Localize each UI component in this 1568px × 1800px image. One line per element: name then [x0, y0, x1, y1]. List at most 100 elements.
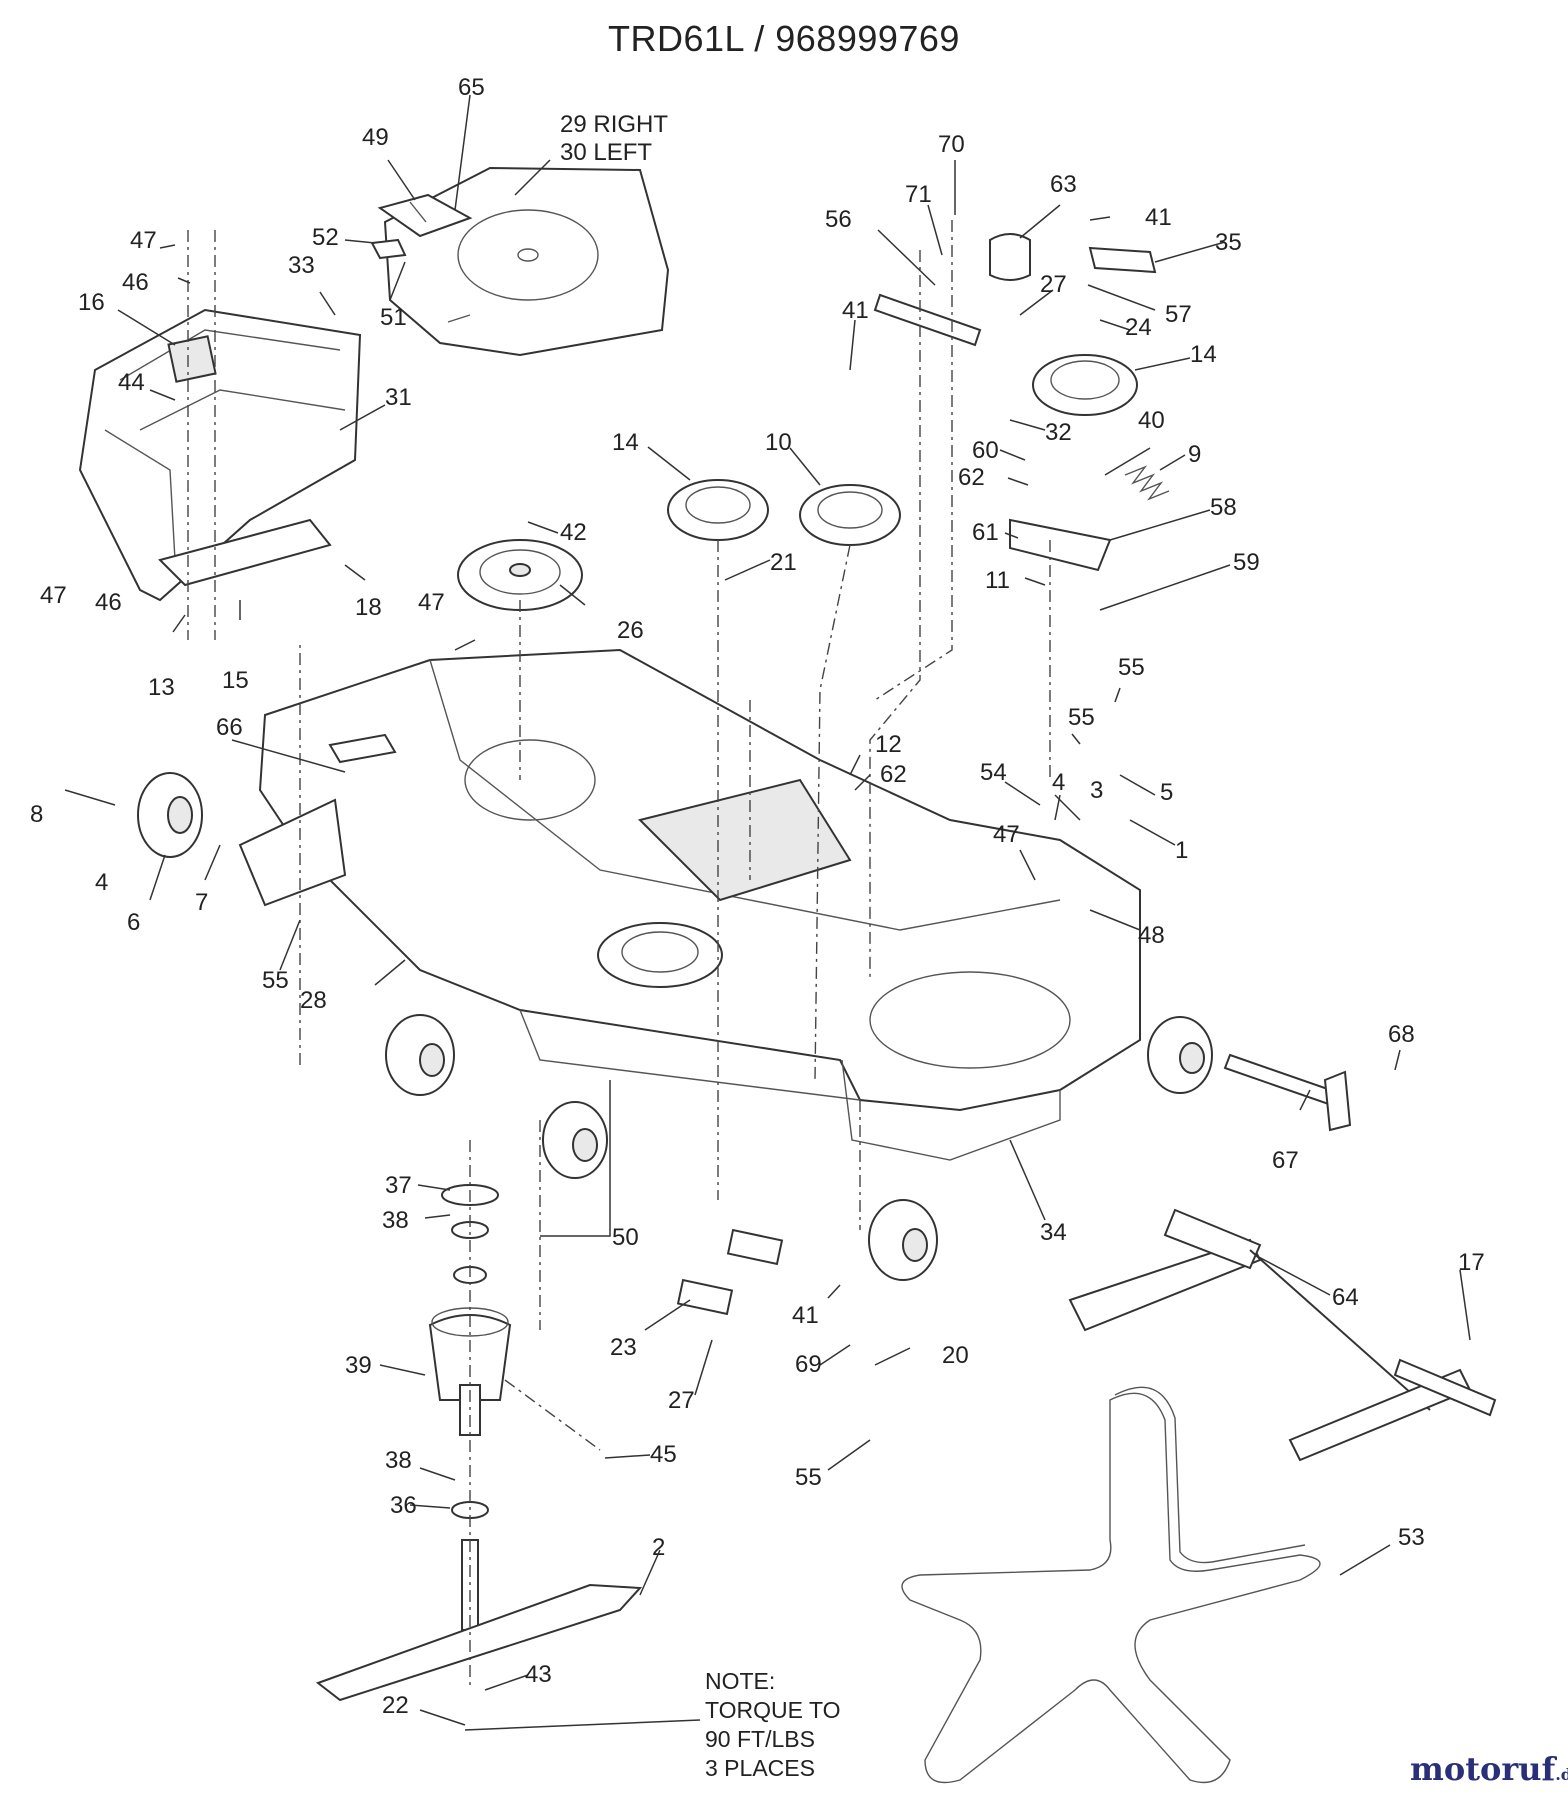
callout-38b: 38 — [385, 1447, 412, 1474]
callout-55b: 55 — [1068, 704, 1095, 731]
callout-30: 30 LEFT — [560, 139, 652, 166]
callout-64: 64 — [1332, 1284, 1359, 1311]
rod-56 — [873, 293, 982, 347]
callout-61: 61 — [972, 519, 999, 546]
callout-55d: 55 — [795, 1464, 822, 1491]
callout-14a: 14 — [1190, 341, 1217, 368]
callout-18: 18 — [355, 594, 382, 621]
callout-60: 60 — [972, 437, 999, 464]
callout-22: 22 — [382, 1692, 409, 1719]
idler-pulley-14-left — [667, 479, 769, 541]
callout-38a: 38 — [382, 1207, 409, 1234]
callout-57: 57 — [1165, 301, 1192, 328]
callout-54: 54 — [980, 759, 1007, 786]
callout-69: 69 — [795, 1351, 822, 1378]
diagram-title: TRD61L / 968999769 — [608, 18, 960, 59]
gauge-wheel-rear-center — [542, 1101, 608, 1179]
hanger-frame-64 — [1068, 1208, 1497, 1462]
callout-41a: 41 — [1145, 204, 1172, 231]
warning-decal — [377, 193, 473, 238]
callout-16: 16 — [78, 289, 105, 316]
callout-50: 50 — [612, 1224, 639, 1251]
callout-49: 49 — [362, 124, 389, 151]
callout-4a: 4 — [1052, 769, 1065, 796]
callout-26: 26 — [617, 617, 644, 644]
callout-67: 67 — [1272, 1147, 1299, 1174]
brand-name: motoruf — [1410, 1750, 1556, 1788]
callout-45: 45 — [650, 1441, 677, 1468]
gauge-wheel-rear-right — [868, 1199, 938, 1281]
gauge-wheel-front-left — [137, 772, 203, 858]
callout-7: 7 — [195, 889, 208, 916]
callout-20: 20 — [942, 1342, 969, 1369]
deflector-guard — [78, 308, 362, 602]
callout-70: 70 — [938, 131, 965, 158]
callout-47d: 47 — [993, 821, 1020, 848]
bumper-63 — [989, 233, 1031, 281]
callout-36: 36 — [390, 1492, 417, 1519]
callout-10: 10 — [765, 429, 792, 456]
callout-27a: 27 — [1040, 271, 1067, 298]
callout-21: 21 — [770, 549, 797, 576]
callout-9: 9 — [1188, 441, 1201, 468]
assembly-lines — [187, 220, 1051, 1690]
callout-55c: 55 — [262, 967, 289, 994]
mower-deck — [258, 648, 1141, 1161]
brand-tld: .de — [1555, 1765, 1568, 1784]
wheel-bracket-left — [238, 798, 347, 907]
callout-27b: 27 — [668, 1387, 695, 1414]
callout-8: 8 — [30, 801, 43, 828]
callout-17: 17 — [1458, 1249, 1485, 1276]
note-line: 3 PLACES — [705, 1755, 815, 1781]
gauge-wheel-rear-left — [385, 1014, 455, 1096]
callout-1: 1 — [1175, 837, 1188, 864]
note-line: NOTE: — [705, 1668, 776, 1694]
callout-42: 42 — [560, 519, 587, 546]
callout-66: 66 — [216, 714, 243, 741]
callout-46a: 46 — [122, 269, 149, 296]
callout-58: 58 — [1210, 494, 1237, 521]
idler-pulley-14-right — [1032, 354, 1138, 416]
callout-63: 63 — [1050, 171, 1077, 198]
callout-29: 29 RIGHT — [560, 111, 668, 138]
brand-logo: motoruf.de — [1410, 1750, 1568, 1788]
callout-62a: 62 — [958, 464, 985, 491]
callout-23: 23 — [610, 1334, 637, 1361]
mount-bracket — [158, 518, 332, 587]
callout-71: 71 — [905, 181, 932, 208]
plate — [726, 1228, 784, 1266]
callout-39: 39 — [345, 1352, 372, 1379]
bracket-67 — [1323, 1070, 1352, 1132]
cover-clip — [370, 238, 407, 260]
callout-52: 52 — [312, 224, 339, 251]
callout-32: 32 — [1045, 419, 1072, 446]
callout-2: 2 — [652, 1534, 665, 1561]
drive-belt-53 — [901, 1386, 1321, 1784]
callout-labels: 65 49 29 RIGHT 30 LEFT 70 63 71 56 41 35… — [30, 74, 1485, 1719]
callout-47c: 47 — [418, 589, 445, 616]
idler-arm-58 — [1009, 518, 1112, 572]
callout-3: 3 — [1090, 777, 1103, 804]
torque-note: NOTE: TORQUE TO 90 FT/LBS 3 PLACES — [705, 1667, 840, 1783]
callout-13: 13 — [148, 674, 175, 701]
spindle-pulley — [597, 922, 723, 988]
callout-34: 34 — [1040, 1219, 1067, 1246]
callout-40: 40 — [1138, 407, 1165, 434]
callout-47a: 47 — [130, 227, 157, 254]
leader-lines — [64, 94, 1471, 1731]
callout-47b: 47 — [40, 582, 67, 609]
callout-46b: 46 — [95, 589, 122, 616]
callout-43: 43 — [525, 1661, 552, 1688]
callout-41c: 41 — [792, 1302, 819, 1329]
callout-56: 56 — [825, 206, 852, 233]
callout-68: 68 — [1388, 1021, 1415, 1048]
callout-33: 33 — [288, 252, 315, 279]
bracket-35 — [1088, 246, 1157, 274]
callout-55a: 55 — [1118, 654, 1145, 681]
gauge-wheel-side-right — [1147, 1016, 1213, 1094]
callout-48: 48 — [1138, 922, 1165, 949]
callout-24: 24 — [1125, 314, 1152, 341]
callout-44: 44 — [118, 369, 145, 396]
callout-53: 53 — [1398, 1524, 1425, 1551]
